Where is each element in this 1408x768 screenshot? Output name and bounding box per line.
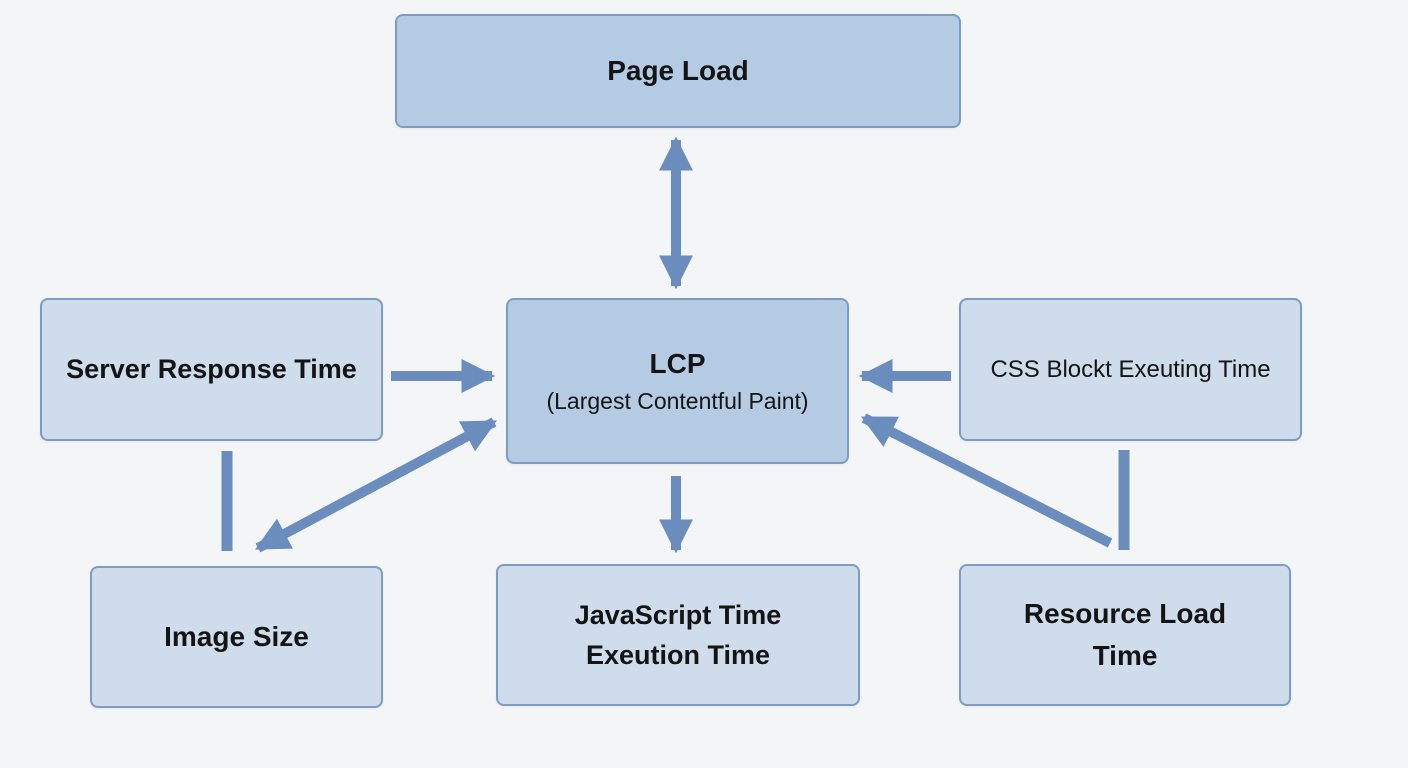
page-load-label: Page Load: [607, 55, 749, 86]
javascript-time-label: JavaScript Time: [574, 600, 782, 630]
css-block-executing-time-node: CSS Blockt Exeuting Time: [959, 298, 1302, 441]
server-response-time-label: Server Response Time: [66, 354, 357, 384]
execution-time-label: Exeution Time: [585, 640, 771, 670]
resource-load-time-node: Resource Load Time: [959, 564, 1291, 706]
server-response-time-node: Server Response Time: [40, 298, 383, 441]
lcp-title: LCP: [649, 347, 706, 379]
css-block-executing-time-label: CSS Blockt Exeuting Time: [990, 355, 1271, 383]
connector-lcp-image-size: [255, 417, 497, 553]
lcp-node: LCP (Largest Contentful Paint): [506, 298, 849, 464]
connector-resource-load-to-lcp: [860, 413, 1113, 548]
page-load-node: Page Load: [395, 14, 961, 128]
image-size-label: Image Size: [164, 621, 309, 652]
resource-load-time-label: Time: [1092, 640, 1158, 671]
image-size-node: Image Size: [90, 566, 383, 708]
javascript-execution-time-node: JavaScript Time Exeution Time: [496, 564, 860, 706]
lcp-subtitle: (Largest Contentful Paint): [546, 387, 809, 414]
resource-load-label: Resource Load: [1023, 598, 1227, 629]
